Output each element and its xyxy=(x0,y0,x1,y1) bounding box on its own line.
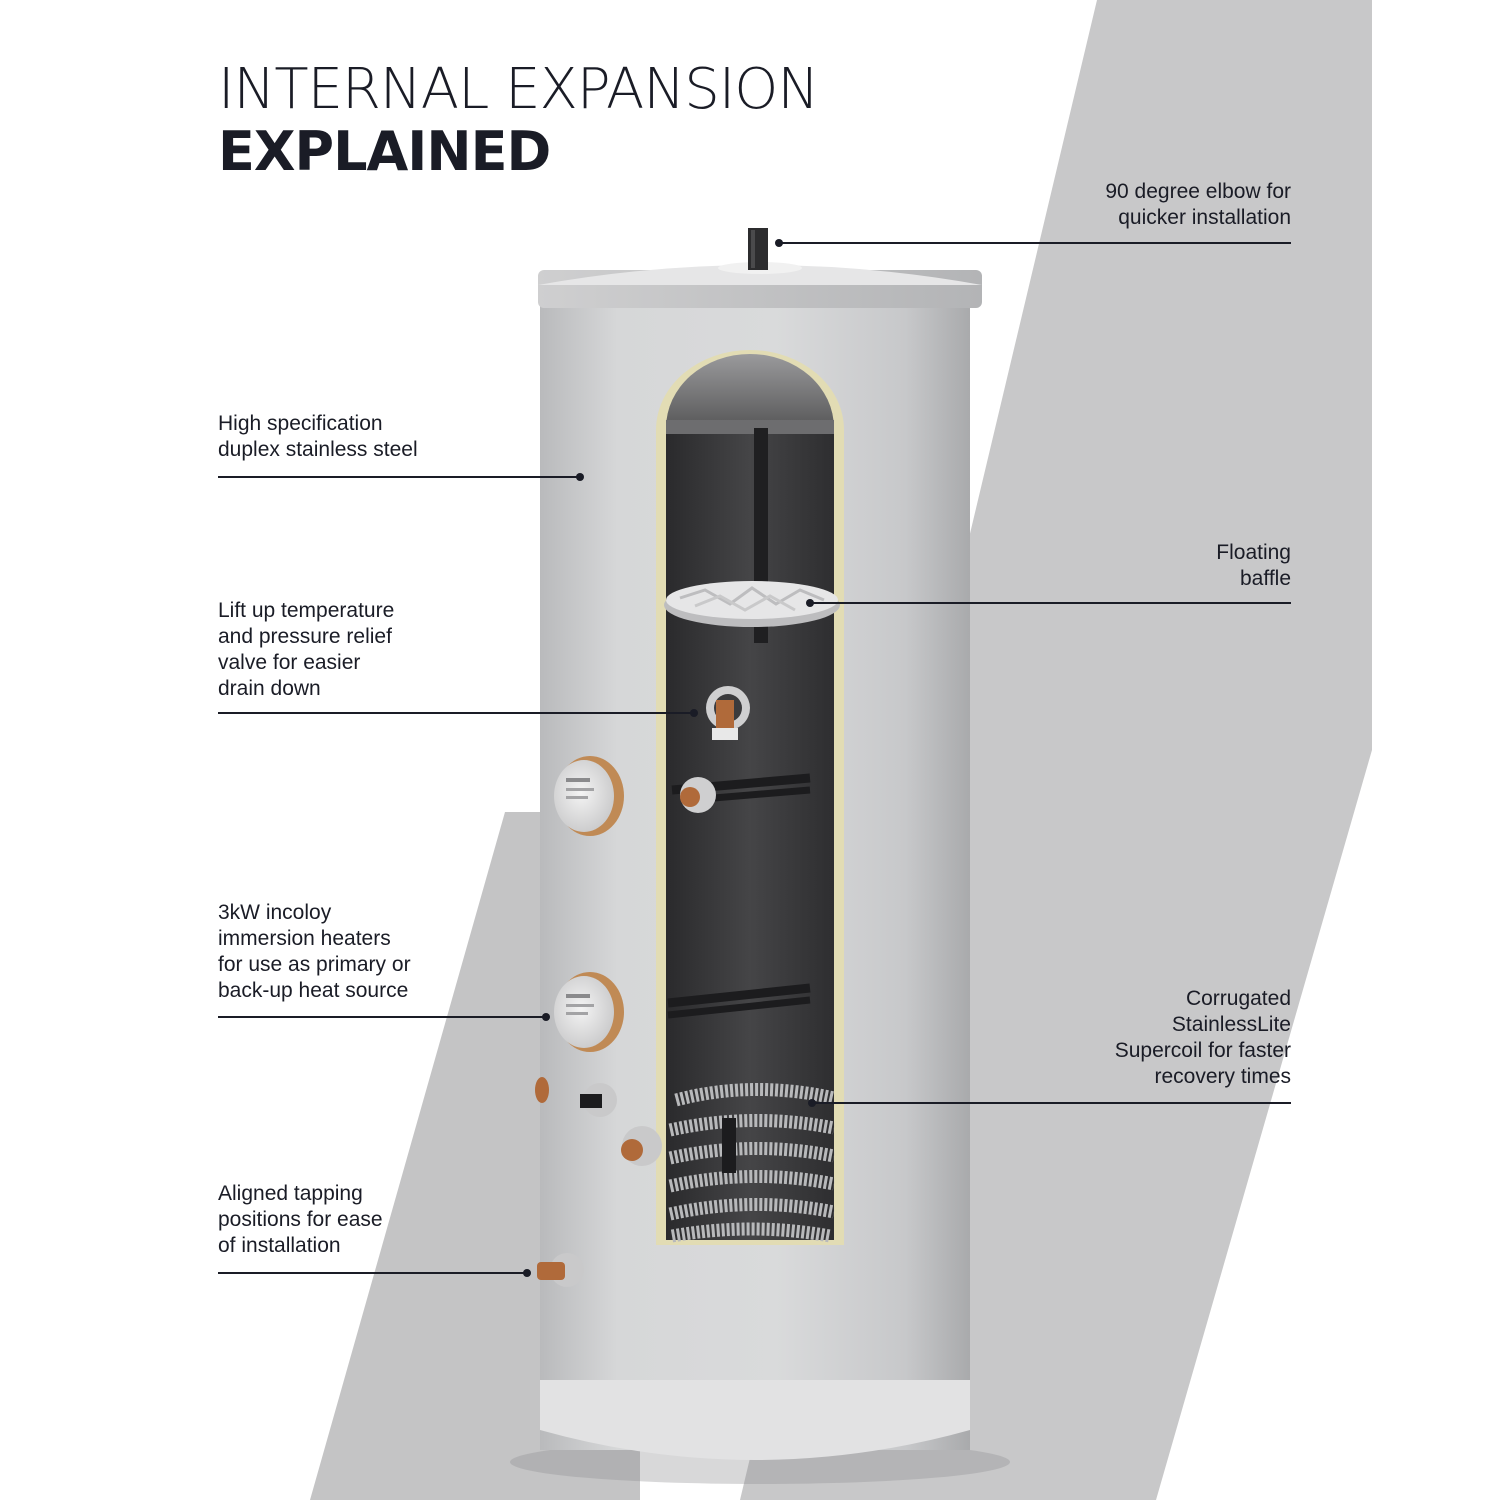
callout-immersion-heaters: 3kW incoloy immersion heaters for use as… xyxy=(218,901,411,1002)
immersion-element-lower xyxy=(667,983,811,1019)
immersion-cap-lower xyxy=(554,972,624,1052)
cutaway-interior xyxy=(666,358,834,1240)
callout-baffle: Floating baffle xyxy=(1216,541,1291,590)
cylinder-top-dome xyxy=(538,265,982,285)
elbow-pipe-highlight xyxy=(751,230,755,268)
callout-duplex-steel: High specification duplex stainless stee… xyxy=(218,412,418,461)
interior-top-plate xyxy=(666,420,834,434)
floating-baffle xyxy=(664,581,840,627)
interior-dome xyxy=(666,354,834,428)
tapping-fittings xyxy=(535,1077,662,1287)
coil-riser xyxy=(722,1118,736,1173)
callout-supercoil: Corrugated StainlessLite Supercoil for f… xyxy=(1114,987,1291,1088)
callout-relief-valve: Lift up temperature and pressure relief … xyxy=(218,599,395,700)
callout-elbow: 90 degree elbow for quicker installation xyxy=(1105,180,1291,229)
page-subtitle: EXPLAINED xyxy=(218,120,551,183)
relief-valve xyxy=(706,686,750,740)
immersion-element-upper xyxy=(671,773,811,813)
page-title: INTERNAL EXPANSION xyxy=(218,57,819,122)
immersion-cap-upper xyxy=(554,756,624,836)
floor-shadow xyxy=(510,1440,1010,1484)
callout-tapping-positions: Aligned tapping positions for ease of in… xyxy=(218,1182,383,1257)
hot-water-cylinder xyxy=(535,228,982,1460)
supercoil xyxy=(668,1082,836,1243)
leader-lines xyxy=(218,239,1291,1277)
cylinder-base xyxy=(540,1380,970,1460)
